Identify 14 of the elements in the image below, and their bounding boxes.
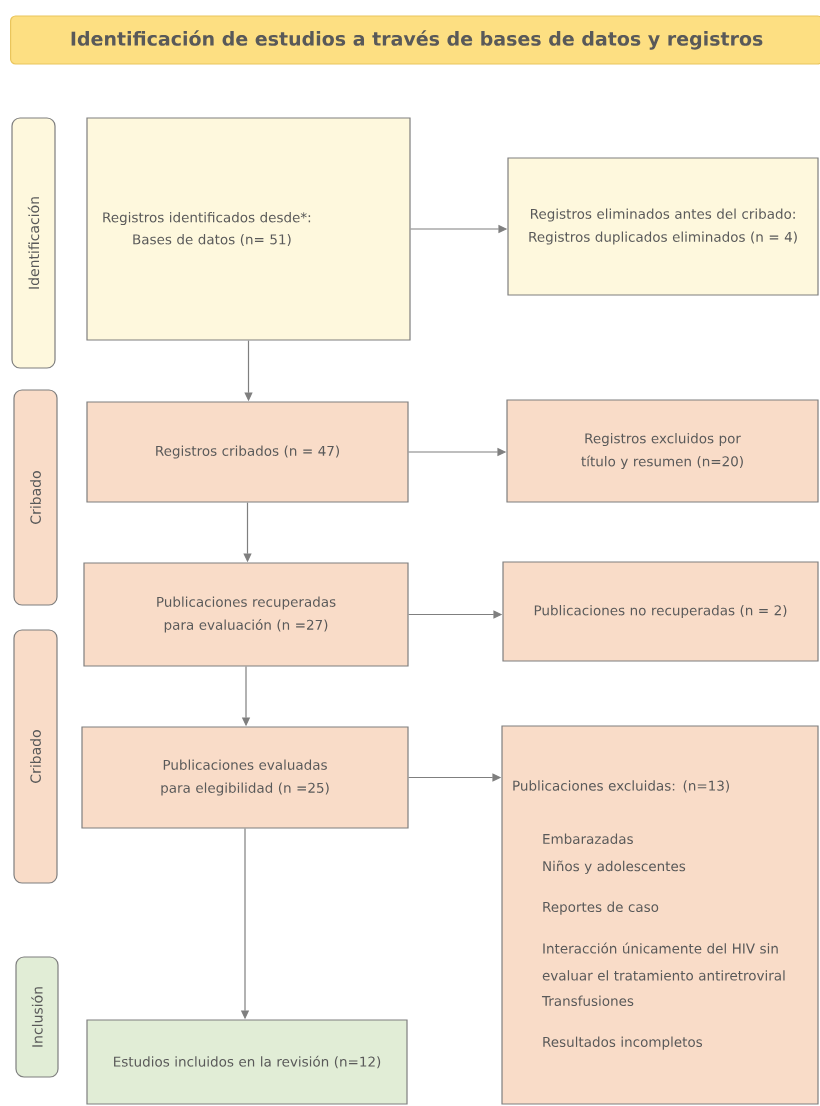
process-box: Publicaciones no recuperadas (n = 2)	[502, 561, 819, 662]
process-box: Registros cribados (n = 47)	[86, 401, 409, 503]
process-box: Publicaciones evaluadas para elegibilidad (n =25)	[81, 726, 409, 829]
process-box: Estudios incluidos en la revisión (n=12)	[86, 1019, 408, 1105]
title-banner: Identificación de estudios a través de bases de datos y registros	[10, 15, 820, 65]
stage-label: Cribado	[13, 389, 58, 606]
process-box: Registros identificados desde*: Bases de datos (n= 51)	[86, 117, 411, 341]
process-box: Registros excluidos por título y resumen (n=20)	[506, 399, 819, 503]
exclusion-box: Publicaciones excluidas: (n=13) Embarazadas Niños y adolescentes Reportes de caso Interacción únicamente del HIV sin evaluar el tratamiento antiretroviral Transfusiones Resultados incompletos	[501, 725, 819, 1105]
process-box: Registros eliminados antes del cribado: Registros duplicados eliminados (n = 4)	[507, 157, 819, 296]
stage-label: Cribado	[13, 629, 58, 884]
stage-label: Inclusión	[15, 956, 59, 1078]
process-box: Publicaciones recuperadas para evaluación (n =27)	[83, 562, 409, 667]
stage-label: Identificación	[11, 117, 56, 369]
